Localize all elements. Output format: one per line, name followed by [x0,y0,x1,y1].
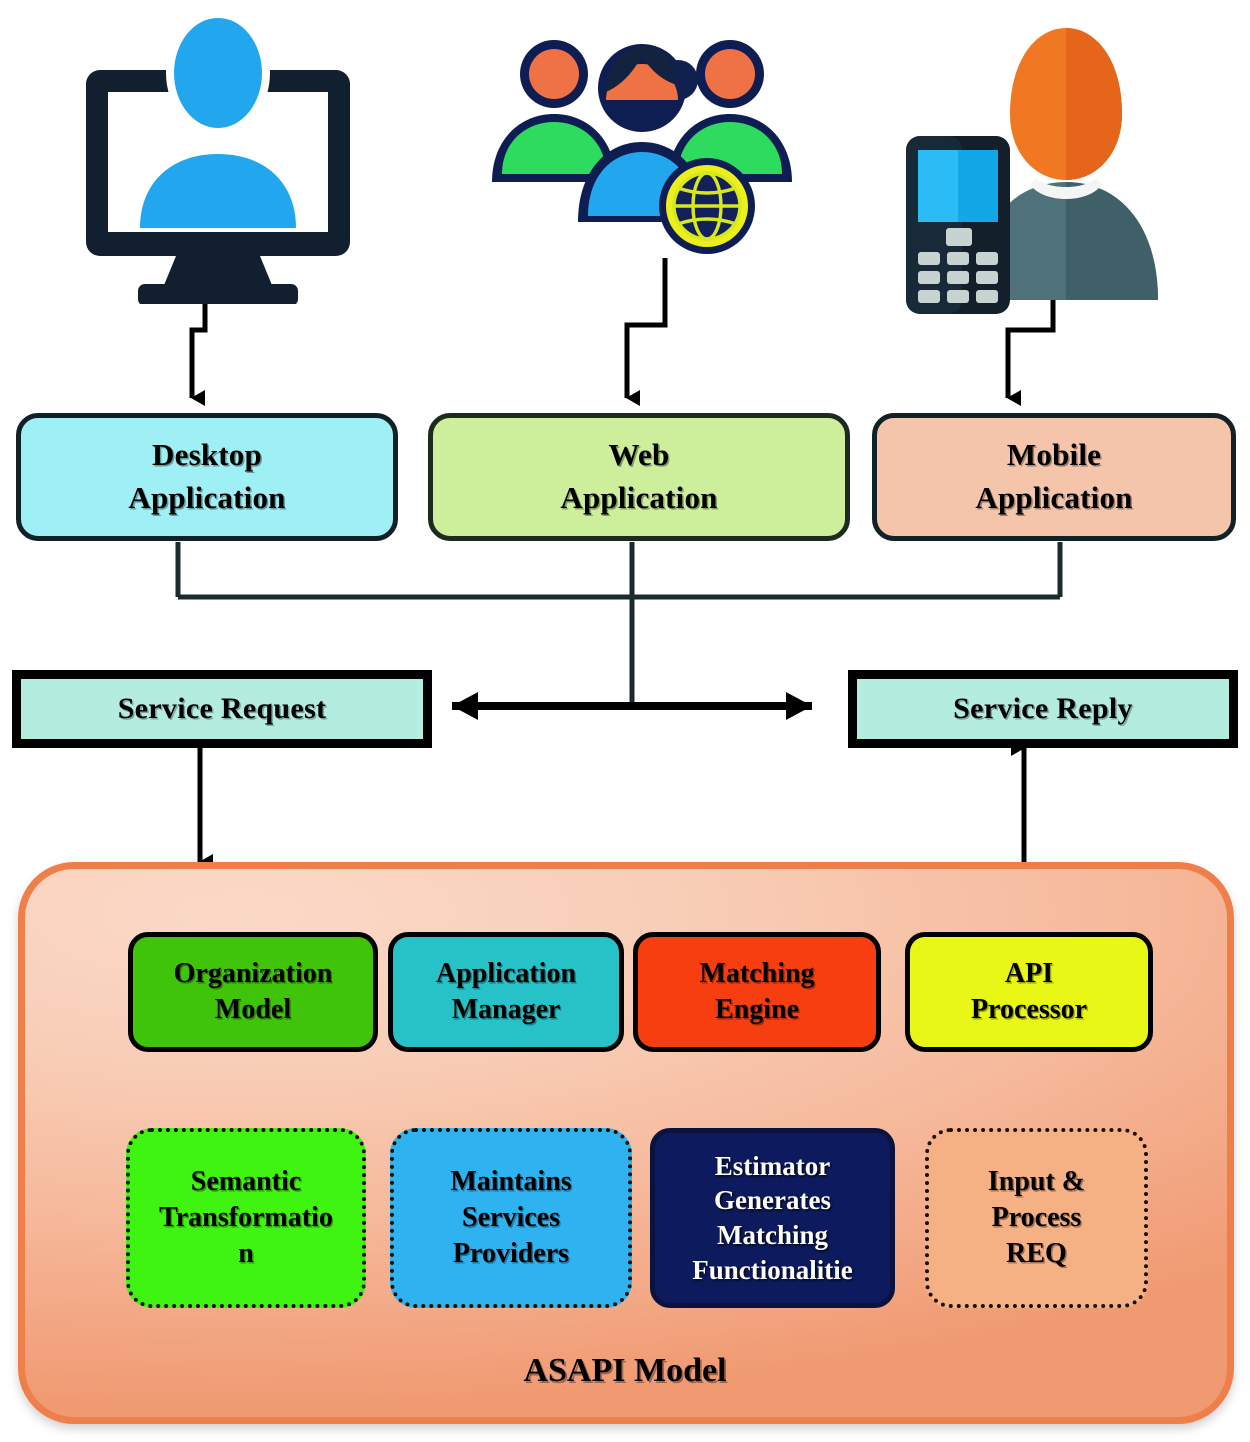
matching-engine-label-line1: Matching [699,958,815,990]
mobile-application-label-line1: Mobile [1006,437,1102,473]
semantic-transformation-label-line1: Semantic [190,1166,302,1198]
service-request-box[interactable]: Service Request [12,670,432,748]
desktop-user-icon [68,8,368,306]
service-reply-box[interactable]: Service Reply [848,670,1238,748]
application-manager-label-line1: Application [435,958,577,990]
input-process-req-label-line3: REQ [1006,1237,1067,1269]
api-processor-box[interactable]: API Processor [905,932,1153,1052]
mobile-application-label-line2: Application [975,480,1133,515]
mobile-phone-user-icon [890,18,1166,314]
connector-app-tier-bus [175,542,1063,706]
connector-desktop-icon-to-desktop-app [189,300,208,406]
estimator-generates-matching-functionalities-box[interactable]: Estimator Generates Matching Functionali… [650,1128,895,1308]
maintains-services-providers-label-line2: Services [462,1202,560,1234]
maintains-services-providers-label-line1: Maintains [450,1166,572,1198]
application-manager-box[interactable]: Application Manager [388,932,624,1052]
connector-mobile-icon-to-mobile-app [1005,290,1056,406]
api-processor-label-line2: Processor [970,994,1088,1025]
estimator-label-line2: Generates [714,1185,831,1216]
matching-engine-label-line2: Engine [714,994,800,1025]
maintains-services-providers-box[interactable]: Maintains Services Providers [390,1128,632,1308]
mobile-application-box[interactable]: Mobile Application [872,413,1236,541]
input-process-req-label-line1: Input & [987,1166,1086,1198]
web-application-label-line1: Web [608,437,670,473]
organization-model-label-line1: Organization [173,958,333,990]
estimator-label-line3: Matching [717,1220,828,1250]
service-reply-label: Service Reply [953,692,1133,725]
organization-model-label-line2: Model [214,994,292,1025]
desktop-application-label-line2: Application [128,480,286,515]
desktop-application-box[interactable]: Desktop Application [16,413,398,541]
estimator-label-line1: Estimator [714,1150,831,1181]
maintains-services-providers-label-line3: Providers [452,1237,570,1269]
application-manager-label-line2: Manager [451,994,561,1025]
connector-web-icon-to-web-app [624,258,668,406]
estimator-label-line4: Functionalitie [692,1254,853,1285]
service-request-label: Service Request [117,692,327,725]
semantic-transformation-label-line2: Transformatio [159,1202,333,1234]
input-process-req-box[interactable]: Input & Process REQ [925,1128,1148,1308]
input-process-req-label-line2: Process [991,1202,1082,1234]
web-application-box[interactable]: Web Application [428,413,850,541]
semantic-transformation-label-line3: n [238,1237,254,1269]
connector-service-request-reply-bus [452,692,812,720]
matching-engine-box[interactable]: Matching Engine [633,932,881,1052]
asapi-model-title: ASAPI Model [523,1352,727,1389]
desktop-application-label-line1: Desktop [152,437,262,473]
api-processor-label-line1: API [1004,958,1054,990]
user-group-globe-icon [482,22,802,266]
semantic-transformation-box[interactable]: Semantic Transformatio n [126,1128,366,1308]
web-application-label-line2: Application [560,480,718,515]
organization-model-box[interactable]: Organization Model [128,932,378,1052]
